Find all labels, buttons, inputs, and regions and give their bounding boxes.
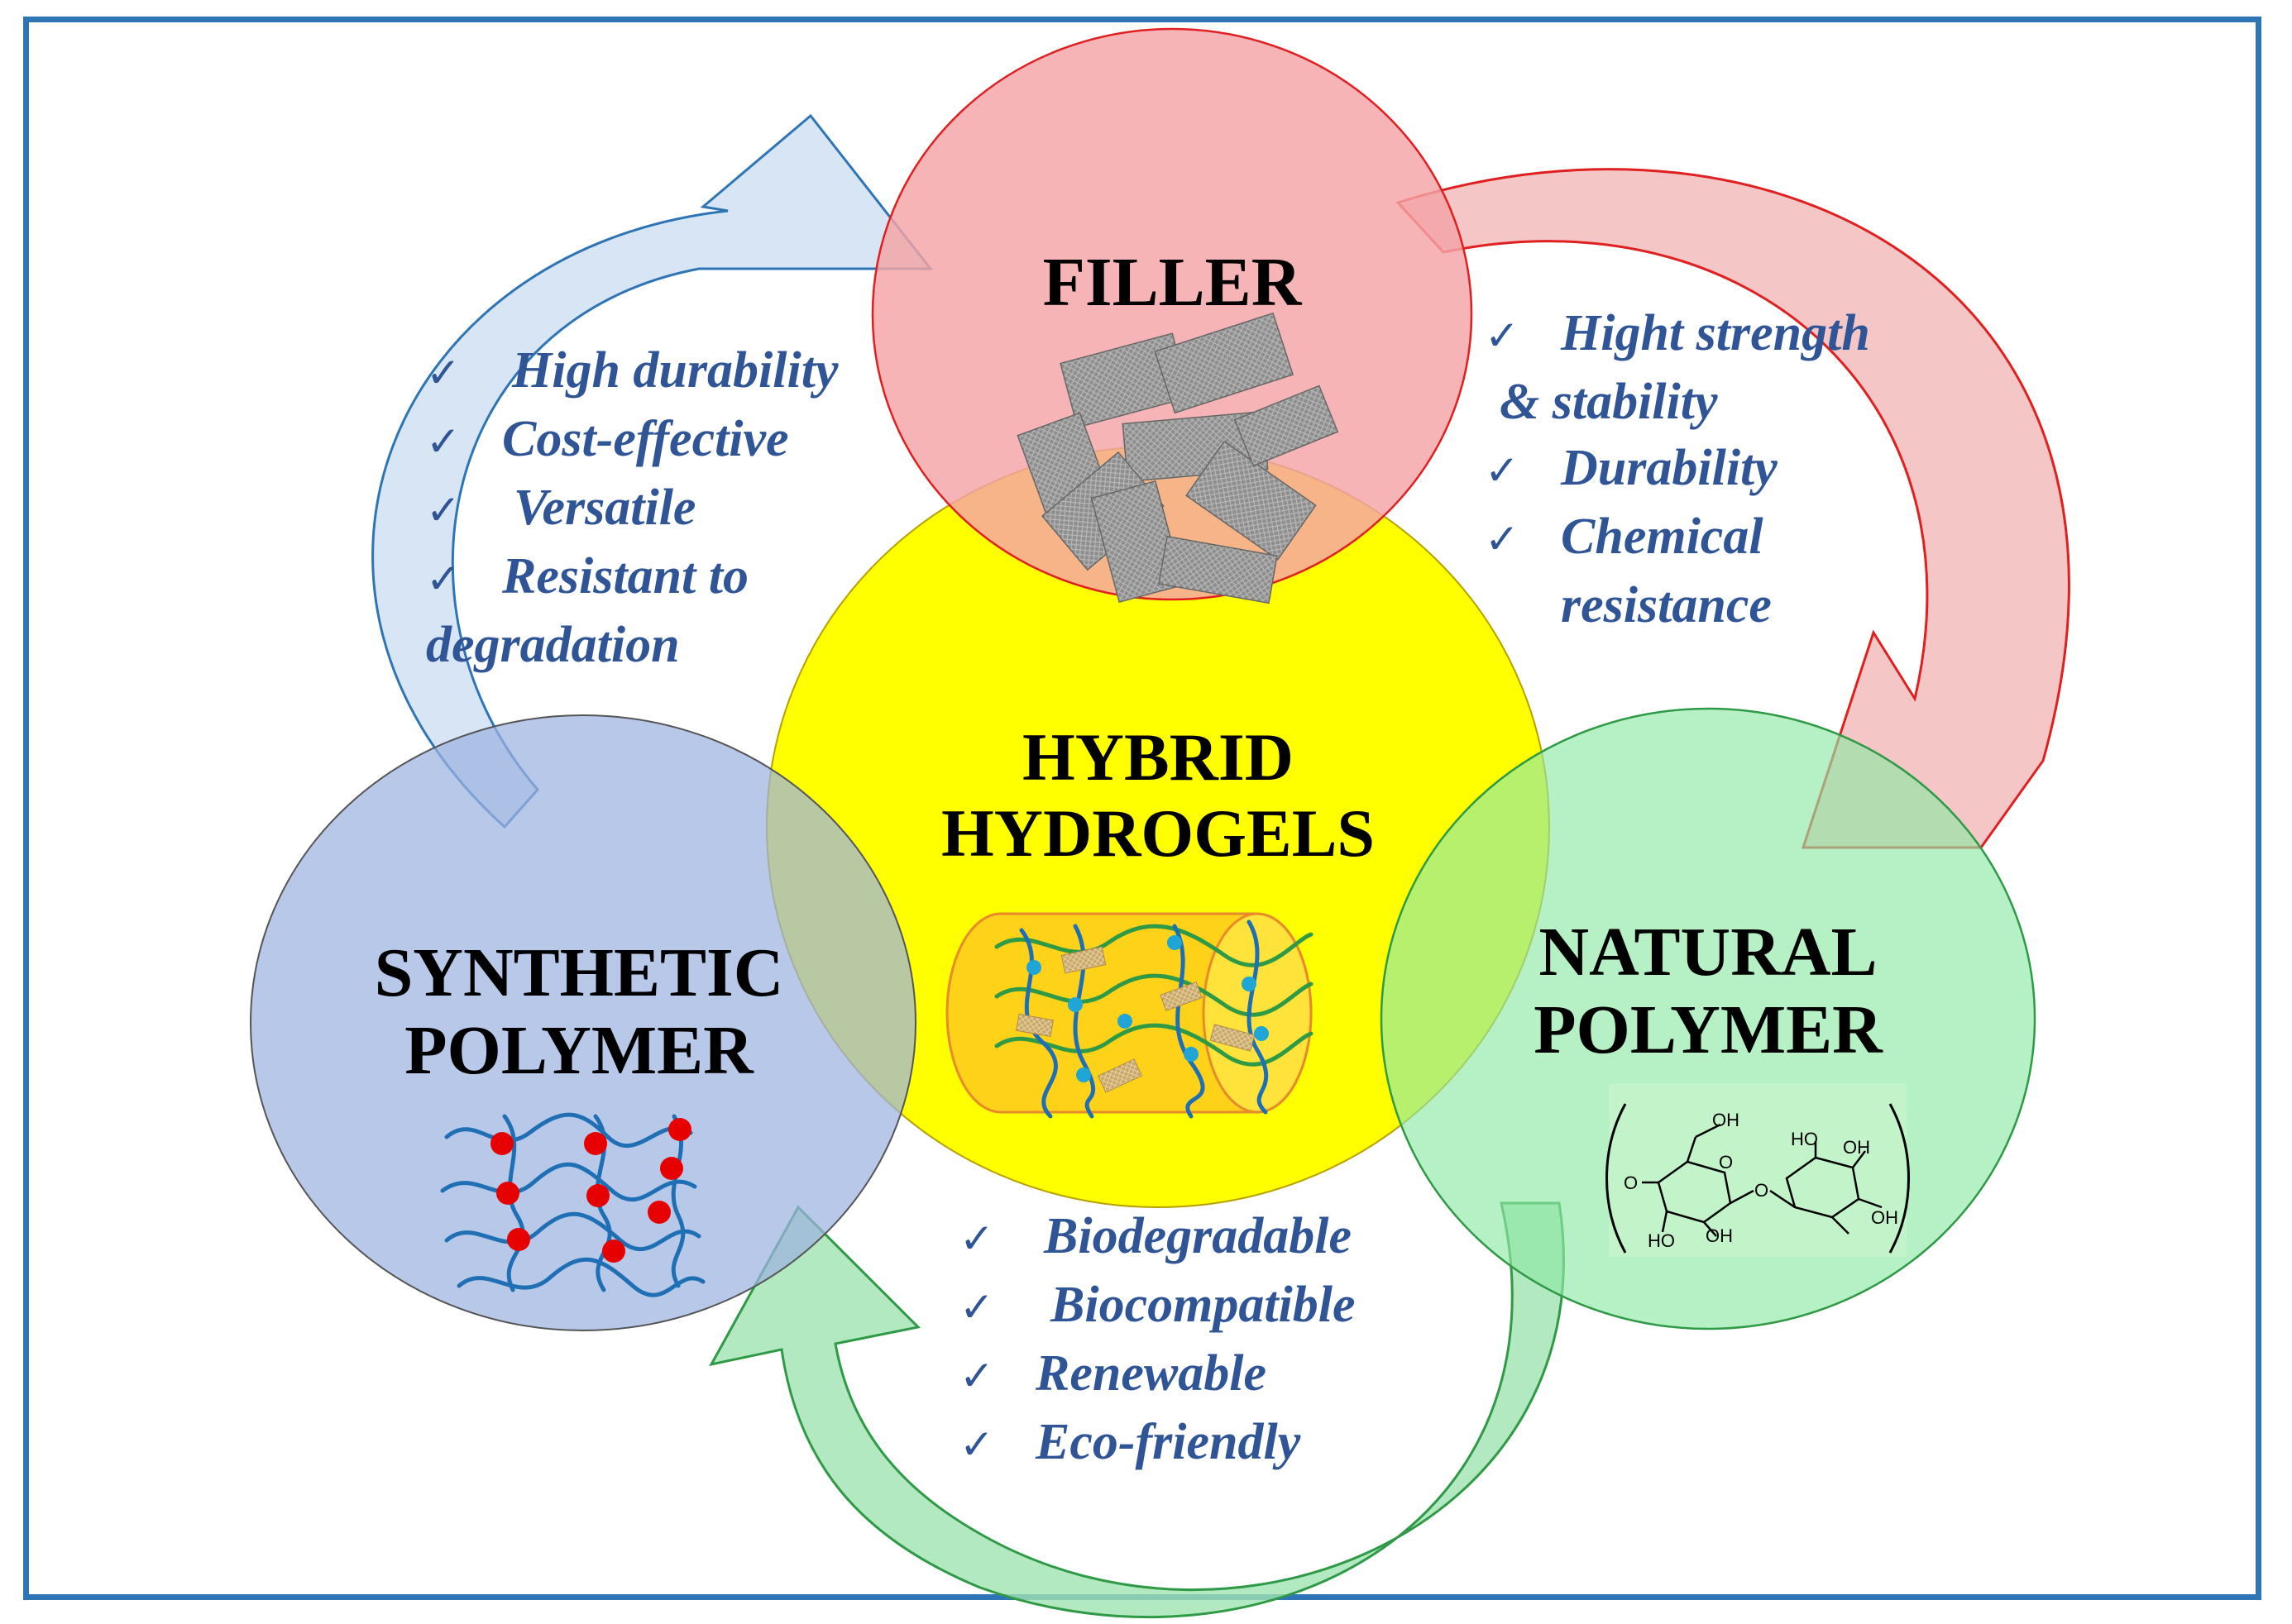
natural-benefits-list: ✓Biodegradable ✓Biocompatible ✓Renewable…	[959, 1203, 1356, 1478]
chem-label-oh2: OH	[1843, 1137, 1870, 1158]
synthetic-title: SYNTHETIC POLYMER	[331, 934, 827, 1090]
check-icon: ✓	[426, 555, 461, 603]
green-cycle-arrow	[709, 1201, 1565, 1619]
list-item-continuation: & stability	[1500, 374, 1718, 430]
list-item: ✓Biocompatible	[959, 1272, 1356, 1340]
center-title-line2: HYDROGELS	[941, 795, 1375, 871]
list-item: ✓High durability	[426, 337, 838, 406]
filler-benefits-list: ✓Hight strength & stability ✓Durability …	[1485, 300, 1870, 638]
check-icon: ✓	[1485, 312, 1519, 360]
check-icon: ✓	[959, 1215, 994, 1263]
chem-label-o3: O	[1719, 1152, 1733, 1173]
check-icon: ✓	[426, 418, 461, 466]
check-icon: ✓	[959, 1352, 994, 1400]
list-item: ✓Cost-effective	[426, 406, 838, 475]
hydrogel-network-icon	[945, 912, 1313, 1119]
list-item-continuation: resistance	[1561, 577, 1772, 633]
center-title-line1: HYBRID	[1022, 719, 1294, 795]
list-item: ✓Versatile	[426, 475, 838, 543]
check-icon: ✓	[959, 1421, 994, 1469]
filler-title: FILLER	[1042, 244, 1302, 321]
list-item: ✓Resistant to	[426, 543, 838, 612]
cellobiose-structure-icon: OH OH HO HO OH OH O O O	[1605, 1083, 1910, 1257]
chem-label-oh3: OH	[1706, 1225, 1733, 1246]
graphene-sheets-icon	[1017, 312, 1339, 604]
check-icon: ✓	[1485, 515, 1519, 563]
check-icon: ✓	[959, 1283, 994, 1331]
chem-label-ho1: HO	[1791, 1129, 1818, 1149]
check-icon: ✓	[426, 349, 461, 397]
filler-circle	[871, 27, 1473, 601]
chem-label-oh4: OH	[1871, 1207, 1898, 1228]
list-item: ✓Durability	[1485, 435, 1870, 504]
check-icon: ✓	[426, 486, 461, 534]
center-title: HYBRID HYDROGELS	[910, 719, 1406, 872]
synthetic-circle	[250, 714, 916, 1331]
list-item: ✓Renewable	[959, 1340, 1356, 1409]
red-cycle-arrow	[1395, 168, 2070, 849]
list-item: ✓Eco-friendly	[959, 1409, 1356, 1478]
list-item: ✓Chemical	[1485, 504, 1870, 572]
synthetic-title-line1: SYNTHETIC	[374, 934, 784, 1011]
chem-label-o1: O	[1624, 1173, 1638, 1193]
list-item: ✓Hight strength	[1485, 300, 1870, 369]
chem-label-oh1: OH	[1712, 1110, 1739, 1130]
natural-title: NATURAL POLYMER	[1460, 914, 1956, 1069]
list-item-continuation: degradation	[426, 617, 680, 673]
list-item: ✓Biodegradable	[959, 1203, 1356, 1272]
chem-label-o2: O	[1754, 1180, 1768, 1201]
natural-title-line1: NATURAL	[1538, 914, 1878, 991]
natural-title-line2: POLYMER	[1534, 991, 1883, 1069]
polymer-chains-icon	[440, 1112, 706, 1297]
check-icon: ✓	[1485, 447, 1519, 494]
chem-label-ho2: HO	[1648, 1230, 1675, 1251]
blue-cycle-arrow	[371, 113, 934, 829]
synthetic-benefits-list: ✓High durability ✓Cost-effective ✓Versat…	[426, 337, 838, 678]
synthetic-title-line2: POLYMER	[404, 1012, 754, 1090]
